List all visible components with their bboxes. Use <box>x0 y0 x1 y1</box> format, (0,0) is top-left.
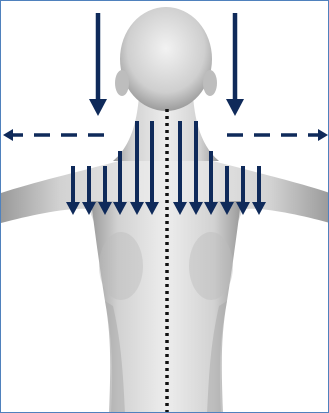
left-lateral-arrowhead <box>3 129 13 141</box>
left-ear <box>115 70 129 96</box>
right-scapula-shade <box>189 232 233 300</box>
right-lateral-arrowhead <box>318 129 328 141</box>
left-scapula-shade <box>99 232 143 300</box>
right-upper-arrowhead <box>226 99 244 116</box>
body-silhouette <box>1 7 329 413</box>
right-ear <box>203 70 217 96</box>
head <box>120 7 212 111</box>
left-upper-arrowhead <box>89 99 107 116</box>
